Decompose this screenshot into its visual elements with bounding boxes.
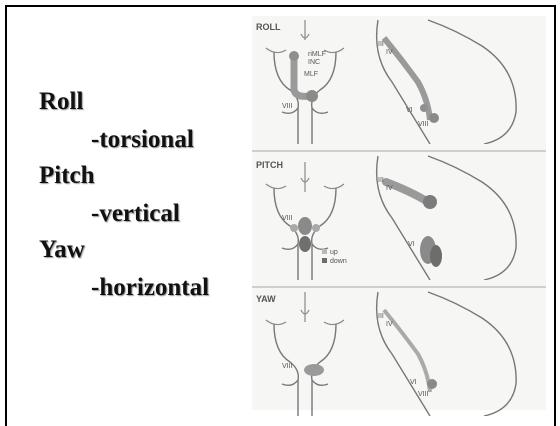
label-iv: IV [386, 49, 393, 56]
label-iv: IV [386, 321, 393, 328]
label-viii-side: VIII [418, 121, 429, 128]
label-viii: VIII [282, 363, 293, 370]
legend-item-down: down [322, 257, 347, 266]
label-viii: VIII [282, 103, 293, 110]
term-roll: Roll [39, 89, 83, 114]
label-vi: VI [408, 241, 415, 248]
yaw-diagram: YAW VIII III IV VI VIII [252, 288, 546, 416]
label-viii-side: VIII [418, 391, 429, 398]
panel-yaw: YAW VIII III IV VI VIII [252, 288, 546, 416]
legend-label-down: down [330, 258, 347, 265]
panel-title-pitch: PITCH [256, 160, 283, 170]
label-iii: III [378, 177, 384, 184]
label-mlf: MLF [304, 71, 318, 78]
label-rimlf: riMLF [308, 51, 326, 58]
pitch-diagram: PITCH VIII III IV VI [252, 152, 546, 280]
label-iv: IV [386, 185, 393, 192]
legend-swatch-down [322, 258, 327, 263]
legend-label-up: up [330, 249, 338, 256]
panel-roll: ROLL riMLF INC MLF VIII III IV VI VIII [252, 16, 546, 144]
label-iii: III [378, 41, 384, 48]
label-vi: VI [406, 107, 413, 114]
term-pitch-detail: -vertical [91, 201, 180, 226]
label-iii: III [378, 313, 384, 320]
panel-pitch: PITCH VIII III IV VI up down [252, 152, 546, 280]
legend-swatch-up [322, 249, 327, 254]
legend-item-up: up [322, 248, 347, 257]
brainstem-figure: ROLL riMLF INC MLF VIII III IV VI VIII [252, 16, 546, 410]
panel-title-yaw: YAW [256, 294, 276, 304]
term-yaw: Yaw [39, 237, 85, 262]
panel-title-roll: ROLL [256, 22, 281, 32]
legend-box: up down [322, 248, 347, 266]
label-inc: INC [308, 59, 320, 66]
term-pitch: Pitch [39, 163, 95, 188]
term-yaw-detail: -horizontal [91, 275, 209, 300]
roll-diagram: ROLL riMLF INC MLF VIII III IV VI VIII [252, 16, 546, 144]
label-viii: VIII [282, 215, 293, 222]
term-roll-detail: -torsional [91, 127, 194, 152]
label-vi: VI [410, 379, 417, 386]
